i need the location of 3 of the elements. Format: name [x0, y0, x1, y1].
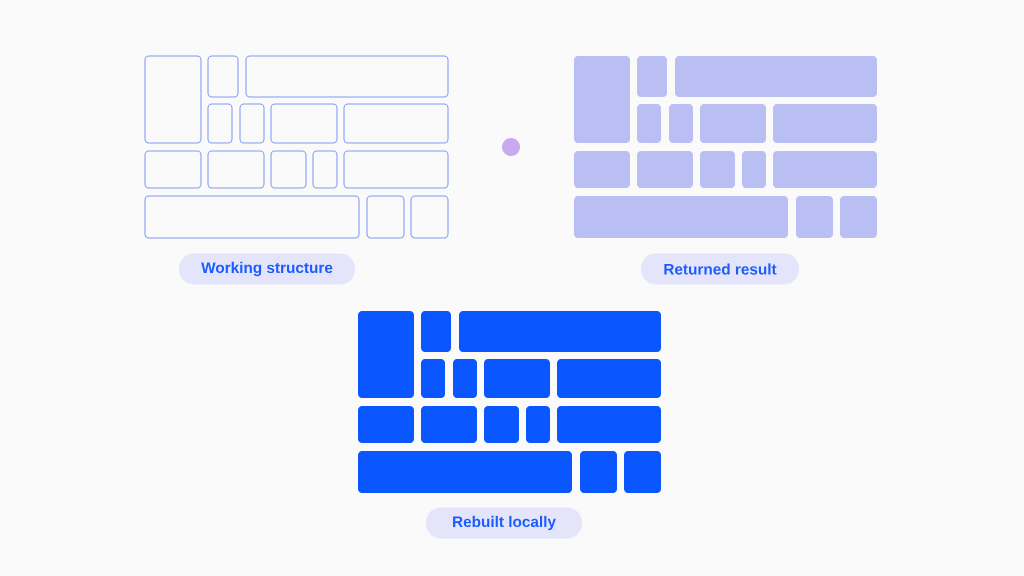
label-pill: Working structure [179, 253, 355, 285]
label-pill: Returned result [641, 253, 799, 285]
label-pill: Rebuilt locally [426, 507, 582, 539]
